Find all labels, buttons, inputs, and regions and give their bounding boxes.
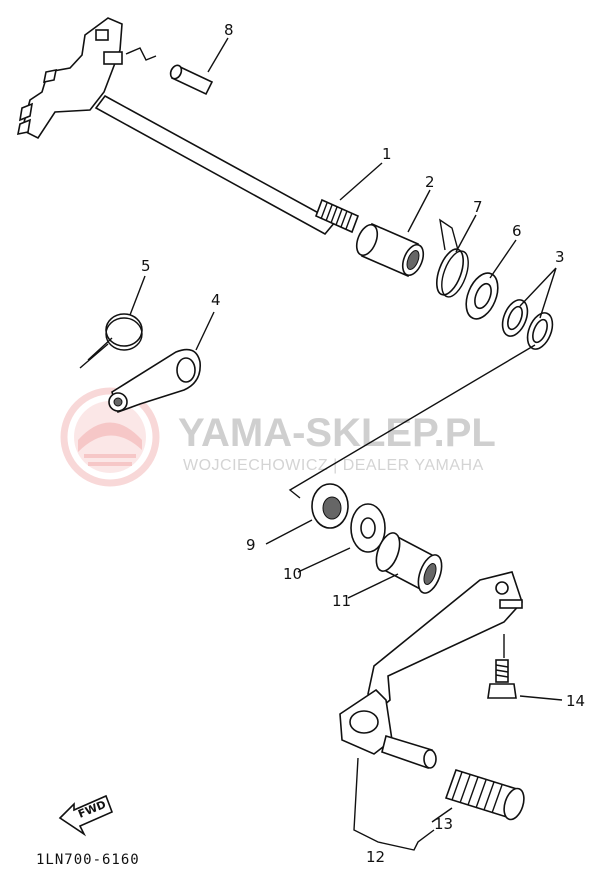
callout-2: 2 — [425, 173, 435, 191]
callout-6: 6 — [512, 222, 522, 240]
stopper-lever-part — [108, 348, 201, 414]
shift-rubber-part — [444, 769, 525, 821]
washer-part — [465, 272, 499, 320]
leader-lines — [129, 37, 563, 851]
callout-3: 3 — [555, 248, 565, 266]
callout-1: 1 — [382, 145, 392, 163]
shift-pedal-part — [339, 571, 523, 770]
callout-12: 12 — [366, 848, 385, 866]
callout-11: 11 — [332, 592, 351, 610]
plain-washer-part — [350, 503, 386, 553]
diagram-code: 1LN700-6160 — [36, 852, 140, 868]
callout-5: 5 — [141, 257, 151, 275]
return-spring-part — [79, 313, 143, 369]
bush-part — [375, 532, 443, 594]
circlip-pair-part — [501, 299, 554, 350]
fwd-arrow-icon: FWD — [58, 794, 114, 837]
callout-9: 9 — [246, 536, 256, 554]
callout-14: 14 — [566, 692, 585, 710]
watermark-logo — [60, 387, 160, 487]
watermark-title: YAMA-SKLEP.PL — [178, 411, 496, 455]
callout-10: 10 — [283, 565, 302, 583]
callout-7: 7 — [473, 198, 483, 216]
oil-seal-part — [311, 483, 349, 529]
torsion-spring-part — [436, 218, 469, 298]
watermark-subtitle: WOJCIECHOWICZ | DEALER YAMAHA — [183, 457, 484, 474]
bolt-part — [487, 659, 517, 699]
shift-shaft-part — [16, 17, 360, 236]
dowel-pin-part — [169, 64, 214, 96]
callout-13: 13 — [434, 815, 453, 833]
callout-8: 8 — [224, 21, 234, 39]
callout-4: 4 — [211, 291, 221, 309]
collar-part — [355, 222, 425, 278]
